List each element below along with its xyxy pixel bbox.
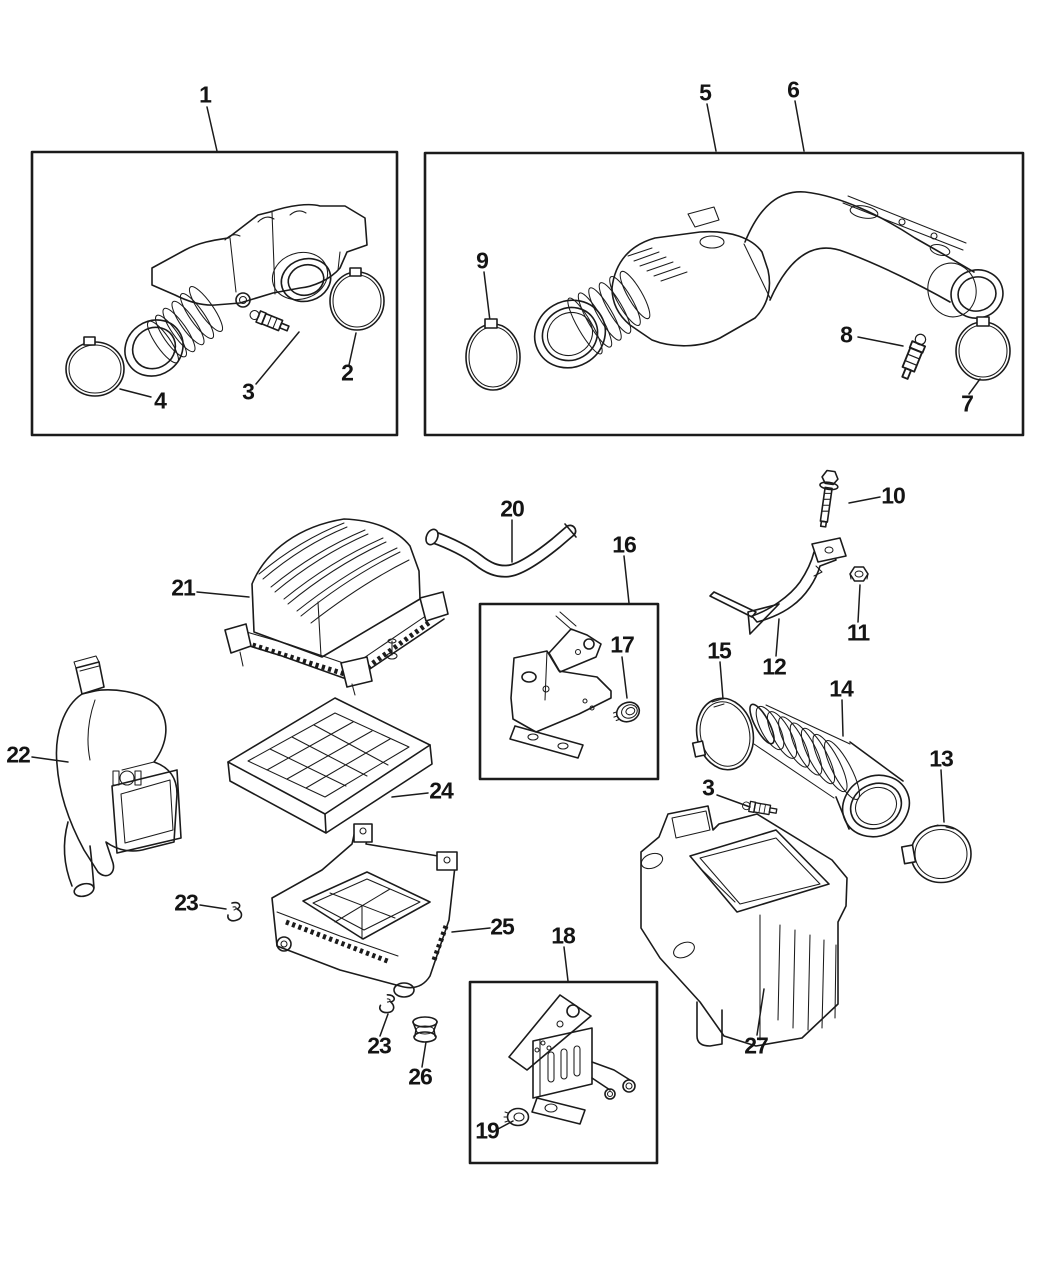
panel-box-18 [468, 980, 659, 1165]
callout-7: 7 [961, 390, 974, 417]
grommet-26 [412, 1016, 438, 1043]
callout-3: 3 [242, 378, 255, 405]
grommet-17 [612, 701, 641, 723]
callout-5: 5 [699, 79, 712, 106]
callout-23-upper: 23 [174, 889, 199, 916]
clamp-2 [329, 267, 385, 331]
panel-box-16 [478, 602, 660, 781]
clip-23-upper [227, 901, 243, 922]
callout-12: 12 [762, 653, 787, 680]
air-hose-14 [749, 703, 911, 838]
lower-housing-27 [640, 805, 848, 1047]
callout-3-lower: 3 [702, 774, 715, 801]
inlet-duct-22 [55, 655, 182, 898]
leader-lines [31, 100, 981, 1130]
callout-1: 1 [199, 81, 212, 108]
callout-27: 27 [744, 1032, 769, 1059]
bracket-16 [509, 611, 612, 759]
bolt-10 [819, 469, 839, 528]
resonator-duct-assembly [533, 191, 1004, 369]
callout-11: 11 [846, 619, 870, 646]
callout-26: 26 [408, 1063, 433, 1090]
callout-19: 19 [475, 1117, 500, 1144]
air-filter-24 [227, 697, 433, 834]
bracket-18 [508, 994, 636, 1125]
bracket-12 [709, 537, 847, 635]
callout-8: 8 [840, 321, 853, 348]
clamp-13 [900, 824, 972, 884]
callout-22: 22 [6, 741, 31, 768]
grommet-19 [503, 1107, 530, 1127]
callout-23-lower: 23 [367, 1032, 392, 1059]
sensor-3-lower [742, 800, 778, 816]
callout-6: 6 [787, 76, 800, 103]
callout-2: 2 [341, 359, 354, 386]
callout-21: 21 [171, 574, 196, 601]
clamp-7 [955, 316, 1011, 381]
breather-hose-20 [425, 523, 577, 578]
callout-18: 18 [551, 922, 576, 949]
callout-25: 25 [490, 913, 515, 940]
sensor-8 [901, 333, 927, 380]
intake-duct-assembly [124, 203, 368, 377]
callout-24: 24 [429, 777, 454, 804]
air-cleaner-body-25 [271, 823, 458, 998]
sensor-3 [249, 309, 290, 332]
air-cleaner-cover-21 [224, 518, 449, 696]
callout-17: 17 [610, 631, 635, 658]
callout-4: 4 [154, 387, 167, 414]
clip-23-lower [379, 993, 395, 1014]
callout-10: 10 [881, 482, 906, 509]
clamp-15 [691, 697, 755, 771]
callout-13: 13 [929, 745, 954, 772]
clamp-4 [65, 336, 125, 397]
callout-16: 16 [612, 531, 637, 558]
panel-box-1 [30, 150, 399, 437]
callout-20: 20 [500, 495, 525, 522]
callout-14: 14 [829, 675, 854, 702]
callout-15: 15 [707, 637, 732, 664]
clamp-9 [465, 318, 521, 391]
panel-box-5-6 [423, 151, 1025, 437]
nut-11 [849, 566, 869, 582]
callout-9: 9 [476, 247, 489, 274]
